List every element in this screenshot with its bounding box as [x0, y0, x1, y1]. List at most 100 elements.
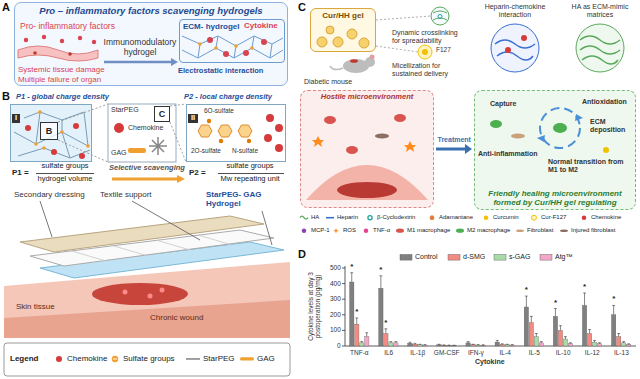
error-cap — [477, 344, 480, 345]
equation-term: P1 = — [12, 168, 29, 177]
arrowhead — [465, 144, 472, 154]
circle-shape — [60, 130, 64, 134]
part-label: Textile support — [100, 190, 152, 199]
error-cap — [622, 341, 625, 342]
error-bar — [541, 342, 542, 343]
node-text: Pro – inflammatory factors scavenging hy… — [21, 6, 281, 17]
polygon-shape — [238, 125, 252, 137]
bar — [524, 307, 528, 346]
legend-swatch — [400, 255, 412, 261]
node-text: Hostile microenvironment — [305, 93, 429, 102]
bar — [394, 343, 398, 346]
error-bar — [361, 342, 362, 343]
error-cap — [384, 328, 387, 329]
circle-shape — [438, 15, 442, 19]
error-cap — [414, 343, 417, 344]
circle-shape — [92, 40, 96, 44]
ellipse-shape — [490, 120, 502, 128]
error-bar — [449, 345, 450, 346]
legend-symbol — [429, 216, 434, 220]
circle-shape — [603, 147, 609, 153]
bar — [621, 343, 625, 346]
error-cap — [627, 343, 630, 344]
annotation: Micellization for sustained delivery — [392, 62, 466, 78]
bar — [442, 345, 446, 347]
part-label: StarPEG — [111, 106, 139, 114]
rect-shape — [300, 90, 434, 208]
path-shape — [433, 11, 447, 20]
line-shape — [104, 61, 172, 64]
bar — [539, 343, 543, 346]
equation-term: P2 = — [189, 168, 206, 177]
part-label: Secondary dressing — [14, 190, 85, 199]
axis-tick — [342, 283, 345, 284]
error-cap — [379, 275, 382, 276]
ellipse-shape — [337, 182, 397, 198]
rect-shape — [14, 2, 288, 86]
legend-swatch — [494, 255, 506, 261]
error-cap — [617, 333, 620, 334]
circle-shape — [326, 26, 334, 34]
bar — [408, 343, 412, 346]
axis-tick — [342, 330, 345, 331]
legend-symbol — [326, 217, 334, 219]
connector-line — [436, 148, 465, 151]
connector-label: Treatment — [437, 136, 472, 144]
error-bar — [454, 345, 455, 346]
error-bar — [599, 342, 600, 344]
error-cap — [419, 344, 422, 345]
category-label: IL-13 — [614, 349, 629, 356]
category-label: IL-12 — [585, 349, 600, 356]
circle-shape — [86, 144, 90, 148]
error-bar — [395, 342, 396, 343]
bar — [563, 339, 567, 346]
ellipse-shape — [394, 114, 406, 122]
error-cap — [365, 332, 368, 333]
circle-shape — [73, 123, 79, 129]
error-bar — [380, 276, 381, 288]
axis-tick-label: 400 — [330, 280, 341, 287]
polygon-shape — [4, 300, 290, 338]
part-label: 6O-sulfate — [204, 107, 234, 114]
part-label: F127 — [436, 46, 451, 53]
rect-shape — [108, 104, 176, 162]
circle-shape — [275, 144, 283, 152]
error-bar — [512, 344, 513, 345]
axis-tick-label: 500 — [330, 264, 341, 271]
circle-shape — [207, 37, 213, 43]
part-label: Chemokine — [128, 124, 163, 132]
ellipse-shape — [350, 59, 358, 63]
legend-text: Curcumin — [493, 214, 519, 221]
circle-shape — [160, 288, 165, 293]
bar — [592, 342, 596, 346]
circle-shape — [247, 139, 251, 143]
circle-shape — [347, 29, 357, 39]
error-bar — [366, 333, 367, 337]
legend-symbol — [364, 228, 369, 233]
significance-mark: * — [525, 285, 528, 294]
error-cap — [554, 308, 557, 309]
path-shape — [14, 112, 90, 158]
legend-symbol — [456, 229, 464, 233]
error-cap — [564, 336, 567, 337]
line-shape — [376, 46, 418, 52]
polygon-shape — [312, 136, 324, 147]
bar — [437, 345, 441, 346]
error-bar — [623, 342, 624, 343]
panel-letter: A — [2, 1, 10, 14]
error-cap — [443, 344, 446, 345]
circle-shape — [317, 37, 327, 47]
bar — [350, 282, 354, 346]
line-shape — [376, 16, 431, 20]
error-cap — [501, 343, 504, 344]
path-shape — [182, 36, 283, 58]
part-label: StarPEG- GAG Hydrogel — [206, 190, 286, 208]
section-heading: P1 - global charge density — [16, 93, 109, 102]
legend-text: Chemokine — [67, 354, 107, 363]
connector-arrow — [436, 144, 472, 154]
error-cap — [355, 317, 358, 318]
process-label: Capture — [490, 100, 516, 108]
bar — [418, 345, 422, 346]
error-bar — [555, 309, 556, 317]
axis-tick-label: 100 — [330, 326, 341, 333]
